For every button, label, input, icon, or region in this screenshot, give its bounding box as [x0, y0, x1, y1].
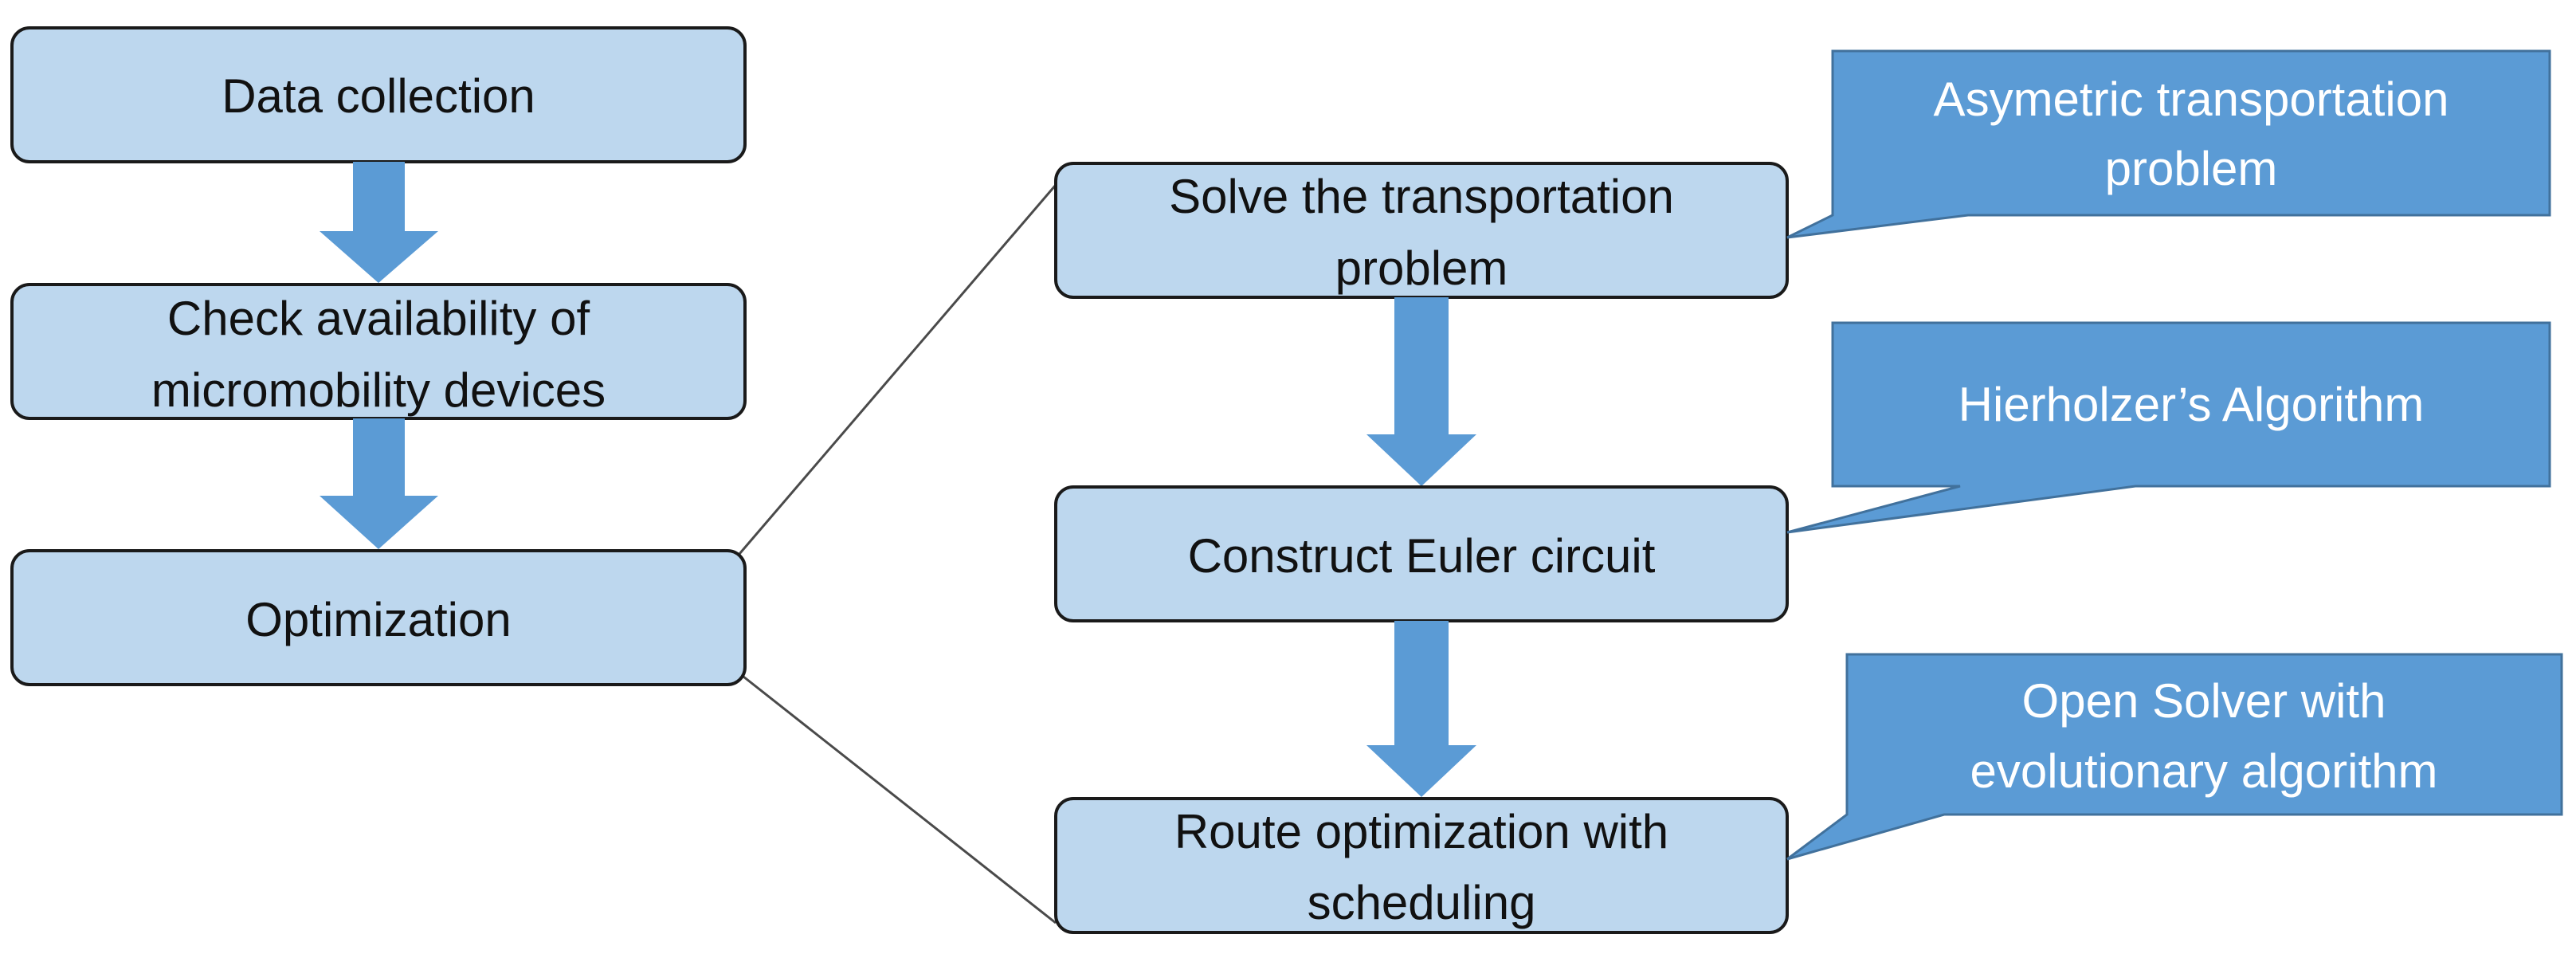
svg-text:Hierholzer’s Algorithm: Hierholzer’s Algorithm [1958, 378, 2425, 431]
flow-step-check-availability: Check availability of micromobility devi… [10, 283, 747, 420]
flow-step-data-collection: Data collection [10, 26, 747, 163]
connector-line-bottom [739, 672, 1057, 925]
callout-asymetric-transportation: Asymetric transportation problem [1786, 49, 2551, 239]
svg-text:Solve the transportation: Solve the transportation [1169, 170, 1674, 223]
callout-label-line-2: evolutionary algorithm [1970, 744, 2438, 798]
down-arrow-icon [320, 418, 438, 549]
callout-hierholzer: Hierholzer’s Algorithm [1786, 321, 2551, 534]
callout-label-line-2: problem [2105, 142, 2278, 195]
detail-step-label: Construct Euler circuit [1188, 529, 1656, 583]
svg-text:problem: problem [1335, 241, 1508, 295]
svg-text:Route optimization with: Route optimization with [1174, 805, 1668, 858]
svg-text:Check availability of: Check availability of [167, 292, 590, 345]
flow-step-label-line-1: Check availability of [167, 292, 590, 345]
svg-text:micromobility devices: micromobility devices [151, 363, 606, 417]
flow-step-label: Data collection [222, 69, 535, 123]
callout-label-line-1: Open Solver with [2022, 674, 2386, 728]
detail-step-label-line-1: Solve the transportation [1169, 170, 1674, 223]
flow-step-label-line-2: micromobility devices [151, 363, 606, 417]
detail-step-label-line-1: Route optimization with [1174, 805, 1668, 858]
svg-text:Construct Euler circuit: Construct Euler circuit [1188, 529, 1656, 583]
down-arrow-icon [1366, 621, 1476, 797]
detail-step-euler-circuit: Construct Euler circuit [1054, 485, 1789, 622]
detail-step-label-line-2: problem [1335, 241, 1508, 295]
detail-step-route-optimization: Route optimization with scheduling [1054, 797, 1789, 934]
svg-text:problem: problem [2105, 142, 2278, 195]
callout-open-solver: Open Solver with evolutionary algorithm [1786, 653, 2563, 861]
svg-text:Asymetric transportation: Asymetric transportation [1934, 73, 2449, 126]
svg-text:Data collection: Data collection [222, 69, 535, 123]
callout-label: Hierholzer’s Algorithm [1958, 378, 2425, 431]
down-arrow-icon [320, 162, 438, 283]
svg-text:scheduling: scheduling [1308, 876, 1536, 929]
connector-line-top [738, 184, 1057, 555]
svg-text:Optimization: Optimization [245, 593, 511, 646]
svg-text:Open Solver with: Open Solver with [2022, 674, 2386, 728]
flow-step-label: Optimization [245, 593, 511, 646]
flow-step-optimization: Optimization [10, 549, 747, 686]
svg-text:evolutionary algorithm: evolutionary algorithm [1970, 744, 2438, 798]
detail-step-label-line-2: scheduling [1308, 876, 1536, 929]
detail-step-solve-transportation: Solve the transportation problem [1054, 162, 1789, 299]
callout-label-line-1: Asymetric transportation [1934, 73, 2449, 126]
down-arrow-icon [1366, 297, 1476, 486]
